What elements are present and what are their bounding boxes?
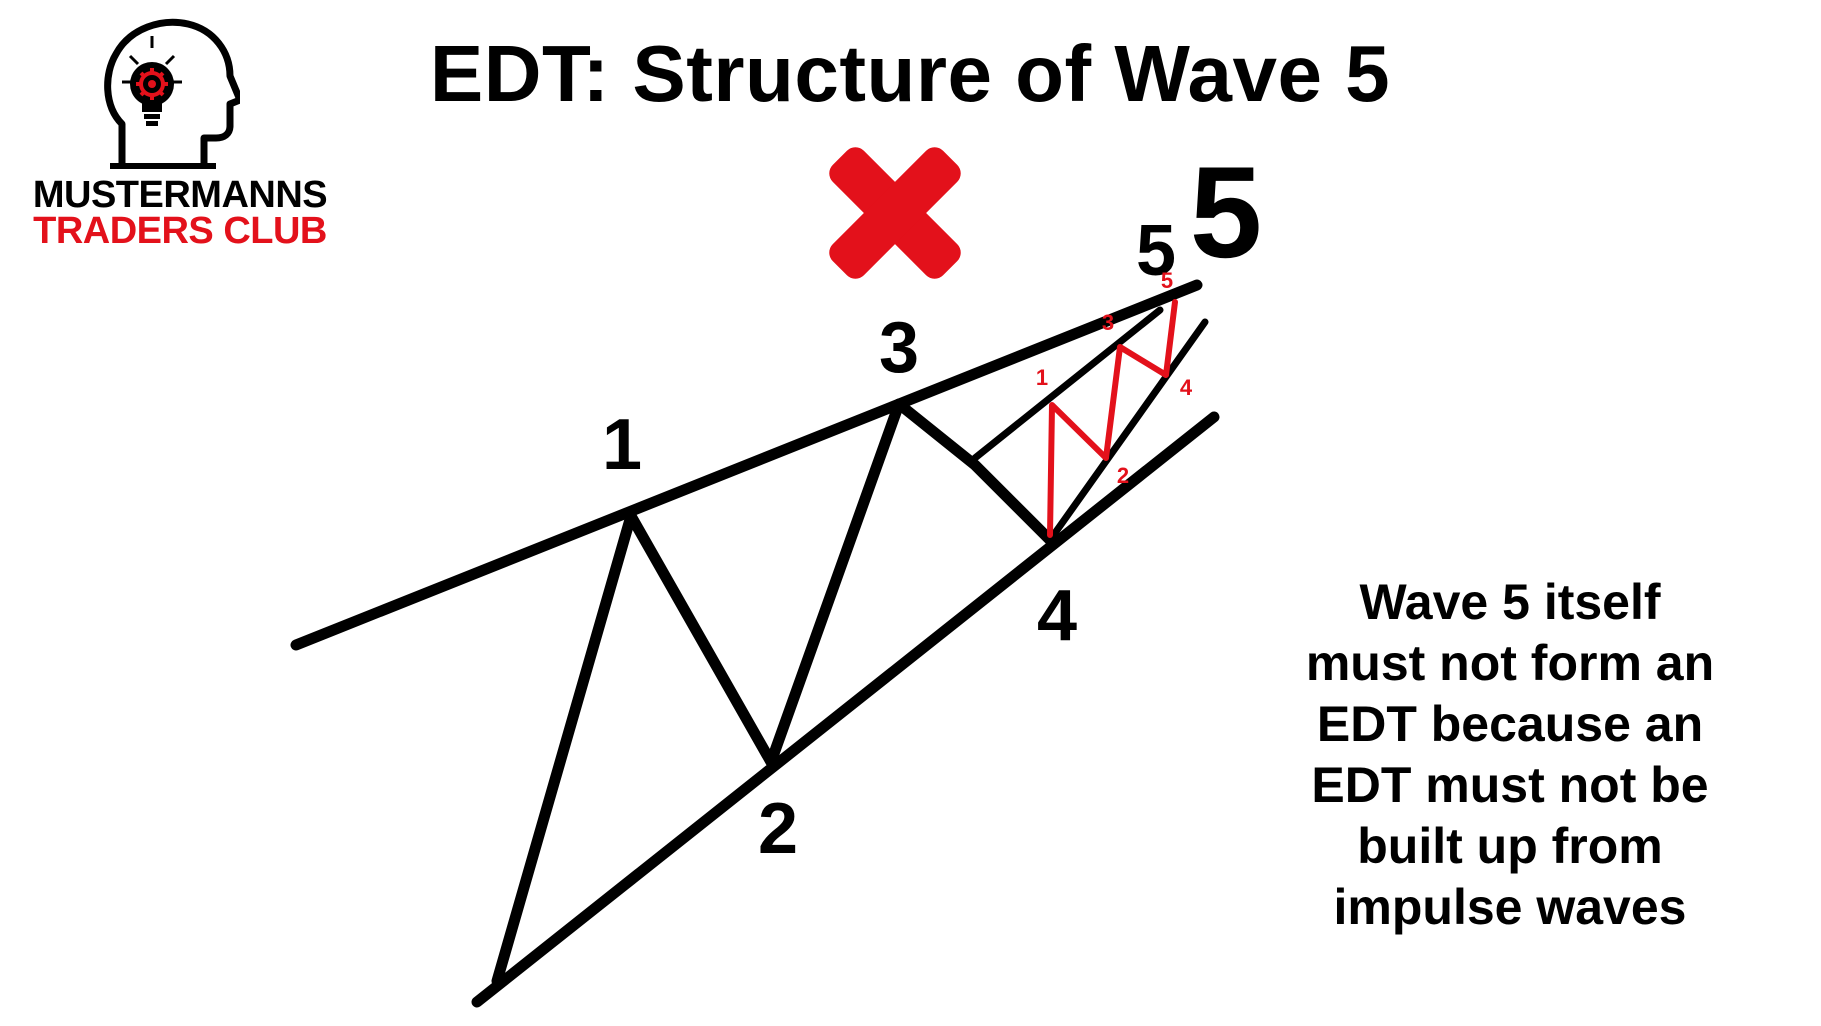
page-title: EDT: Structure of Wave 5 [429, 29, 1391, 118]
inner-upper-line [971, 306, 1164, 462]
main-wave-path [491, 398, 1056, 987]
logo-text-line-1: MUSTERMANNS [32, 174, 328, 216]
sub-wave-path [1047, 299, 1178, 538]
caption-line: built up from [1357, 818, 1663, 874]
sub-wave-label-5: 5 [1161, 268, 1173, 293]
wave-label-1: 1 [602, 405, 642, 485]
sub-wave-label-2: 2 [1117, 463, 1129, 488]
red-x-icon [829, 147, 961, 279]
caption-line: EDT because an [1316, 696, 1704, 752]
wave-label-3: 3 [879, 308, 919, 388]
wave-label-5-large: 5 [1190, 139, 1262, 285]
wave-label-4: 4 [1037, 576, 1077, 656]
caption: Wave 5 itself must not form an EDT becau… [1270, 572, 1750, 938]
inner-lower-line [1046, 318, 1209, 544]
sub-wave-label-1: 1 [1036, 365, 1048, 390]
caption-line: Wave 5 itself [1359, 574, 1661, 630]
caption-line: impulse waves [1333, 879, 1687, 935]
caption-line: EDT must not be [1311, 757, 1709, 813]
wave-label-5-small: 5 [1136, 211, 1176, 291]
upper-trend-line [290, 279, 1203, 651]
sub-wave-label-3: 3 [1102, 310, 1114, 335]
caption-line: must not form an [1305, 635, 1715, 691]
wave-label-2: 2 [758, 789, 798, 869]
sub-wave-label-4: 4 [1180, 375, 1193, 400]
lower-trend-line [471, 411, 1220, 1008]
logo-text-line-2: TRADERS CLUB [33, 210, 327, 252]
head-lightbulb-icon [104, 18, 240, 169]
